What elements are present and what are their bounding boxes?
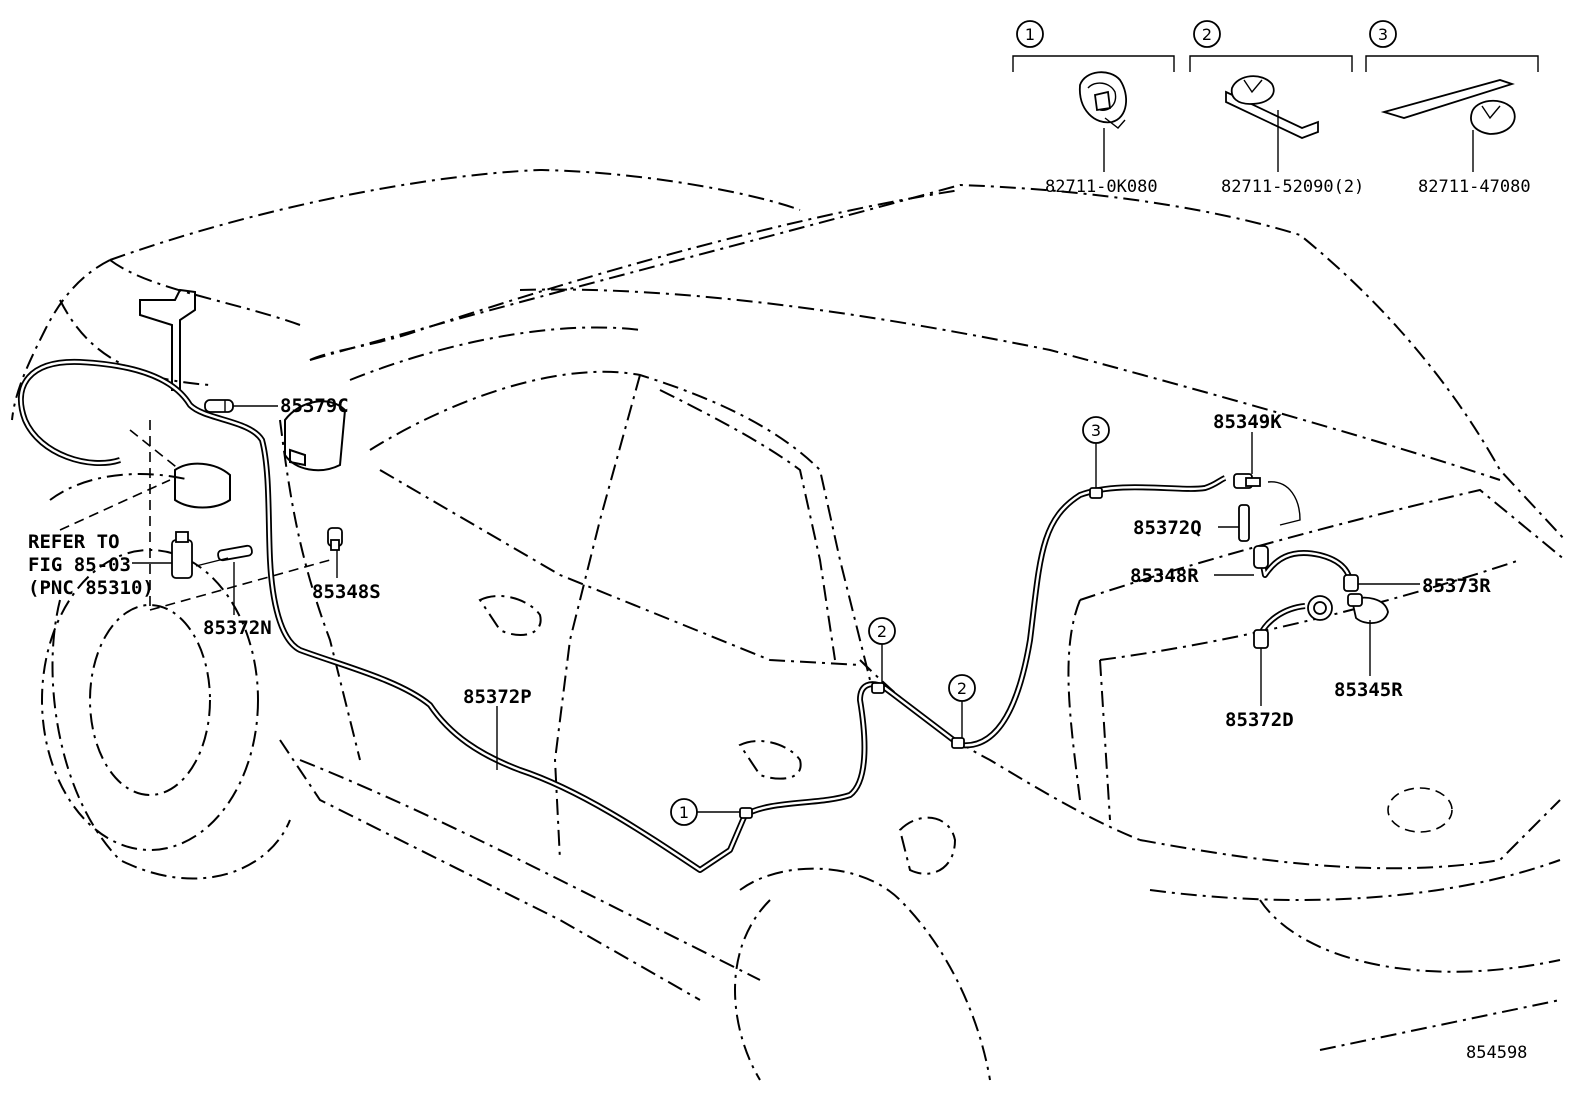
refer-note-line3: (PNC 85310): [28, 577, 154, 599]
label-85372N: 85372N: [203, 617, 272, 639]
washer-pump: [171, 531, 193, 579]
figure-id: 854598: [1466, 1043, 1527, 1063]
joint-85373R: [1343, 574, 1359, 592]
hose-85372N: [217, 544, 253, 562]
part-labels: 85379C 85349K 85372Q 85348R 85373R 85345…: [203, 395, 1491, 731]
label-85372P: 85372P: [463, 686, 532, 708]
callout-1: 1: [670, 798, 698, 826]
clamp-legend: 1 82711-0K080 2 82711-52090(2): [1012, 20, 1539, 197]
washer-hose: [17, 358, 1353, 873]
callout-3: 3: [1082, 416, 1110, 444]
refer-note: REFER TO FIG 85-03 (PNC 85310): [28, 531, 172, 599]
label-85372Q: 85372Q: [1133, 517, 1202, 539]
legend-part-no-3: 82711-47080: [1418, 177, 1531, 197]
hose-callouts: 1 2 2 3: [670, 416, 1110, 826]
label-85348R: 85348R: [1130, 565, 1199, 587]
hose-85372Q: [1238, 504, 1250, 542]
check-valve-85348S: [327, 527, 343, 551]
refer-note-line2: FIG 85-03: [28, 554, 131, 576]
label-85379C: 85379C: [280, 395, 349, 417]
hose-joint-85379C: [204, 399, 234, 413]
vehicle-outline: [11, 168, 1566, 1081]
svg-text:2: 2: [877, 622, 887, 641]
grommet-85372D: [1253, 595, 1333, 649]
clamp-markers: [739, 487, 1103, 819]
legend-item-2: 2 82711-52090(2): [1189, 20, 1364, 197]
svg-text:1: 1: [1025, 25, 1035, 44]
label-85349K: 85349K: [1213, 411, 1282, 433]
legend-part-no-1: 82711-0K080: [1045, 177, 1158, 197]
svg-text:1: 1: [679, 803, 689, 822]
check-valve-85348R: [1253, 545, 1269, 569]
svg-text:2: 2: [957, 679, 967, 698]
joint-85349K: [1233, 473, 1301, 526]
legend-item-3: 3 82711-47080: [1365, 20, 1539, 197]
leader-lines: [195, 405, 1420, 813]
svg-text:3: 3: [1378, 25, 1388, 44]
label-85372D: 85372D: [1225, 709, 1294, 731]
label-85348S: 85348S: [312, 581, 381, 603]
label-85345R: 85345R: [1334, 679, 1403, 701]
svg-text:2: 2: [1202, 25, 1212, 44]
clamp-47080-icon: [1380, 79, 1516, 135]
legend-item-1: 1 82711-0K080: [1012, 20, 1175, 197]
clamp-52090-icon: [1225, 75, 1319, 139]
svg-text:3: 3: [1091, 421, 1101, 440]
legend-part-no-2: 82711-52090(2): [1221, 177, 1364, 197]
callout-2b: 2: [948, 674, 976, 702]
refer-note-line1: REFER TO: [28, 531, 120, 553]
label-85373R: 85373R: [1422, 575, 1491, 597]
callout-2a: 2: [868, 617, 896, 645]
nozzle-85345R: [1347, 593, 1389, 624]
clamp-0K080-icon: [1079, 71, 1127, 129]
